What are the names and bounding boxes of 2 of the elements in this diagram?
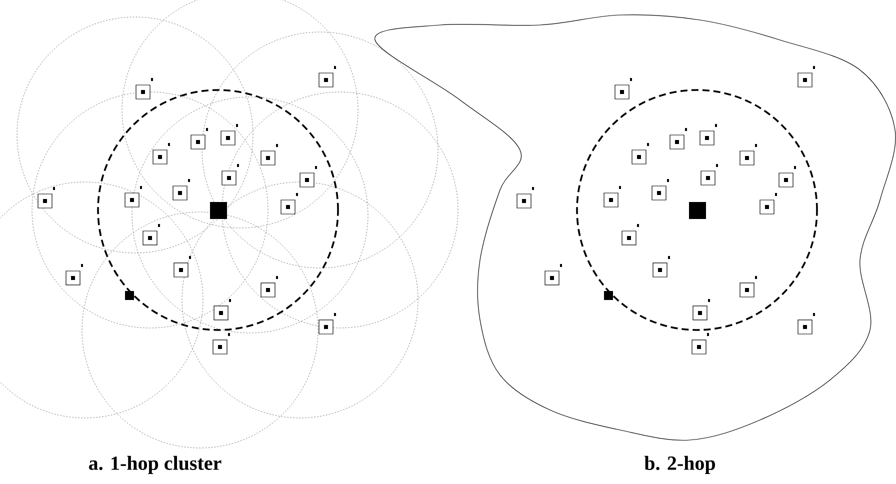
caption: b. 2-hop [644, 456, 716, 474]
caption: a. 1-hop cluster [89, 456, 222, 474]
